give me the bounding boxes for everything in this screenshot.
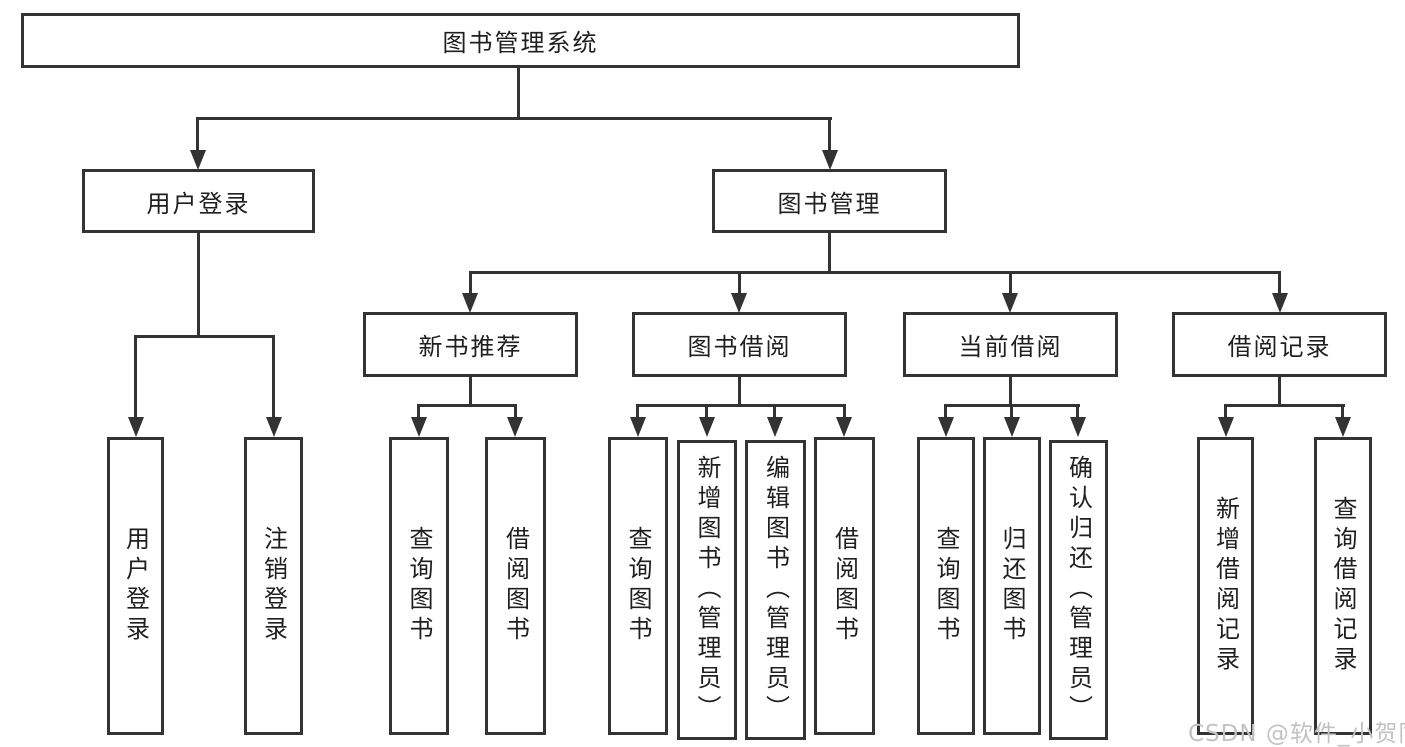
connector-line [272, 335, 275, 419]
arrow-down-icon [836, 417, 852, 437]
connector-line [469, 271, 472, 295]
connector-line [1278, 271, 1281, 295]
connector-line [828, 117, 831, 152]
node-current-borrow: 当前借阅 [903, 312, 1118, 377]
leaf-return-book: 归还图书 [983, 437, 1041, 735]
leaf-add-borrow-record: 新增借阅记录 [1197, 437, 1254, 735]
arrow-down-icon [1004, 417, 1020, 437]
leaf-query-borrow-record: 查询借阅记录 [1314, 437, 1372, 735]
arrow-down-icon [630, 417, 646, 437]
connector-line [1224, 404, 1227, 420]
arrow-down-icon [1272, 293, 1288, 313]
leaf-user-login: 用户登录 [107, 437, 164, 735]
arrow-down-icon [128, 417, 144, 437]
connector-line [773, 404, 776, 420]
node-book-management: 图书管理 [712, 169, 947, 233]
leaf-query-book-recommend: 查询图书 [389, 437, 449, 735]
arrow-down-icon [1335, 417, 1351, 437]
arrow-down-icon [1070, 417, 1086, 437]
arrow-down-icon [699, 417, 715, 437]
connector-line [636, 404, 639, 420]
connector-line [1009, 377, 1012, 407]
connector-line [705, 404, 708, 420]
connector-line [417, 404, 420, 420]
connector-line [738, 377, 741, 407]
connector-line [1009, 271, 1012, 295]
connector-line [1278, 377, 1281, 407]
arrow-down-icon [507, 417, 523, 437]
connector-line [1076, 404, 1079, 420]
arrow-down-icon [411, 417, 427, 437]
arrow-down-icon [190, 150, 206, 170]
leaf-confirm-return-admin: 确认归还（管理员） [1049, 440, 1108, 740]
connector-line [196, 117, 199, 152]
node-user-login: 用户登录 [82, 169, 315, 233]
connector-line [197, 231, 200, 338]
connector-line [134, 335, 137, 419]
leaf-query-book-borrow: 查询图书 [608, 437, 668, 735]
arrow-down-icon [1002, 293, 1018, 313]
connector-line [1010, 404, 1013, 420]
arrow-down-icon [938, 417, 954, 437]
arrow-down-icon [266, 417, 282, 437]
connector-line [469, 271, 1281, 274]
connector-line [517, 66, 520, 118]
node-library-management-system: 图书管理系统 [21, 13, 1020, 68]
connector-line [843, 404, 846, 420]
leaf-add-book-admin: 新增图书（管理员） [677, 440, 737, 740]
connector-line [1224, 404, 1345, 407]
arrow-down-icon [822, 150, 838, 170]
connector-line [469, 377, 472, 407]
leaf-edit-book-admin: 编辑图书（管理员） [745, 440, 806, 740]
leaf-query-book-current: 查询图书 [917, 437, 975, 735]
leaf-borrow-book-recommend: 借阅图书 [485, 437, 546, 735]
node-new-book-recommend: 新书推荐 [363, 312, 578, 377]
connector-line [417, 404, 517, 407]
connector-line [196, 117, 832, 120]
arrow-down-icon [731, 293, 747, 313]
connector-line [944, 404, 947, 420]
leaf-borrow-book: 借阅图书 [814, 437, 875, 735]
node-book-borrow: 图书借阅 [632, 312, 847, 377]
node-borrow-records: 借阅记录 [1172, 312, 1387, 377]
connector-line [514, 404, 517, 420]
connector-line [738, 271, 741, 295]
watermark: CSDN @软件_小贺同学 [1188, 721, 1405, 747]
connector-line [636, 404, 846, 407]
connector-line [1341, 404, 1344, 420]
connector-line [828, 231, 831, 274]
arrow-down-icon [1218, 417, 1234, 437]
arrow-down-icon [767, 417, 783, 437]
connector-line [134, 335, 275, 338]
leaf-logout-login: 注销登录 [244, 437, 303, 735]
arrow-down-icon [462, 293, 478, 313]
